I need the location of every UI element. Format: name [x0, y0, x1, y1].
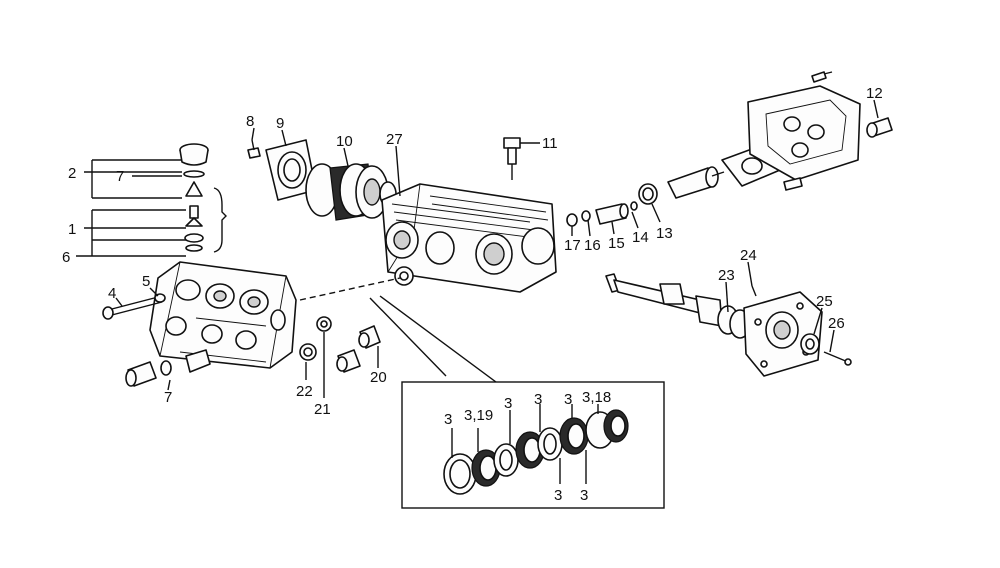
label-2: 2: [68, 165, 76, 182]
cap-12: [866, 117, 893, 138]
label-23: 23: [718, 267, 735, 284]
detail-inset: [401, 381, 665, 509]
label-4: 4: [108, 285, 116, 302]
label-1: 1: [68, 221, 76, 238]
screw-8: [247, 139, 261, 159]
dashed-axis: [299, 277, 497, 383]
bearing-cover-24: [743, 285, 823, 377]
label-12: 12: [866, 85, 883, 102]
bolt-4: [102, 295, 163, 320]
label-9: 9: [276, 115, 284, 132]
label-7-bottom: 7: [164, 389, 172, 406]
plug-lower-left: [125, 349, 211, 387]
label-3-b: 3: [504, 395, 512, 412]
label-3-e: 3: [554, 487, 562, 504]
seals-21-22: [299, 316, 332, 361]
label-17: 17: [564, 237, 581, 254]
parts-13-17: [566, 183, 658, 227]
label-6: 6: [62, 249, 70, 266]
screw-26: [823, 351, 852, 366]
sight-glass-11: [503, 137, 540, 180]
label-20: 20: [370, 369, 387, 386]
leader-lines: [115, 99, 879, 398]
packing-rings: [443, 409, 629, 495]
label-11: 11: [542, 135, 558, 152]
inset-leaders: [451, 404, 599, 484]
plugs-20: [336, 325, 381, 373]
label-13: 13: [656, 225, 673, 242]
piston-rod: [667, 166, 725, 199]
leader-lines-left: [76, 159, 186, 257]
manifold-head: [149, 261, 297, 369]
label-15: 15: [608, 235, 625, 252]
label-16: 16: [584, 237, 601, 254]
plate-9: [265, 139, 317, 201]
label-14: 14: [632, 229, 649, 246]
label-3-d: 3: [564, 391, 572, 408]
label-3-18: 3,18: [582, 389, 611, 406]
label-22: 22: [296, 383, 313, 400]
bearing-10: [305, 163, 397, 221]
label-3-19: 3,19: [464, 407, 493, 424]
crankcase-27: [381, 183, 557, 293]
label-3-f: 3: [580, 487, 588, 504]
part-labels: 2 7 1 6 4 5 7 8 9 10 27 11 12 17 16 15 1…: [62, 85, 883, 504]
label-21: 21: [314, 401, 331, 418]
label-7-top: 7: [116, 168, 124, 185]
label-3-c: 3: [534, 391, 542, 408]
label-8: 8: [246, 113, 254, 130]
valve-cap-stack: [179, 143, 227, 253]
seal-25: [800, 333, 820, 355]
label-25: 25: [816, 293, 833, 310]
label-10: 10: [336, 133, 353, 150]
label-27: 27: [386, 131, 403, 148]
label-26: 26: [828, 315, 845, 332]
label-24: 24: [740, 247, 757, 264]
label-5: 5: [142, 273, 150, 290]
label-3-a: 3: [444, 411, 452, 428]
cover-housing: [747, 71, 861, 191]
